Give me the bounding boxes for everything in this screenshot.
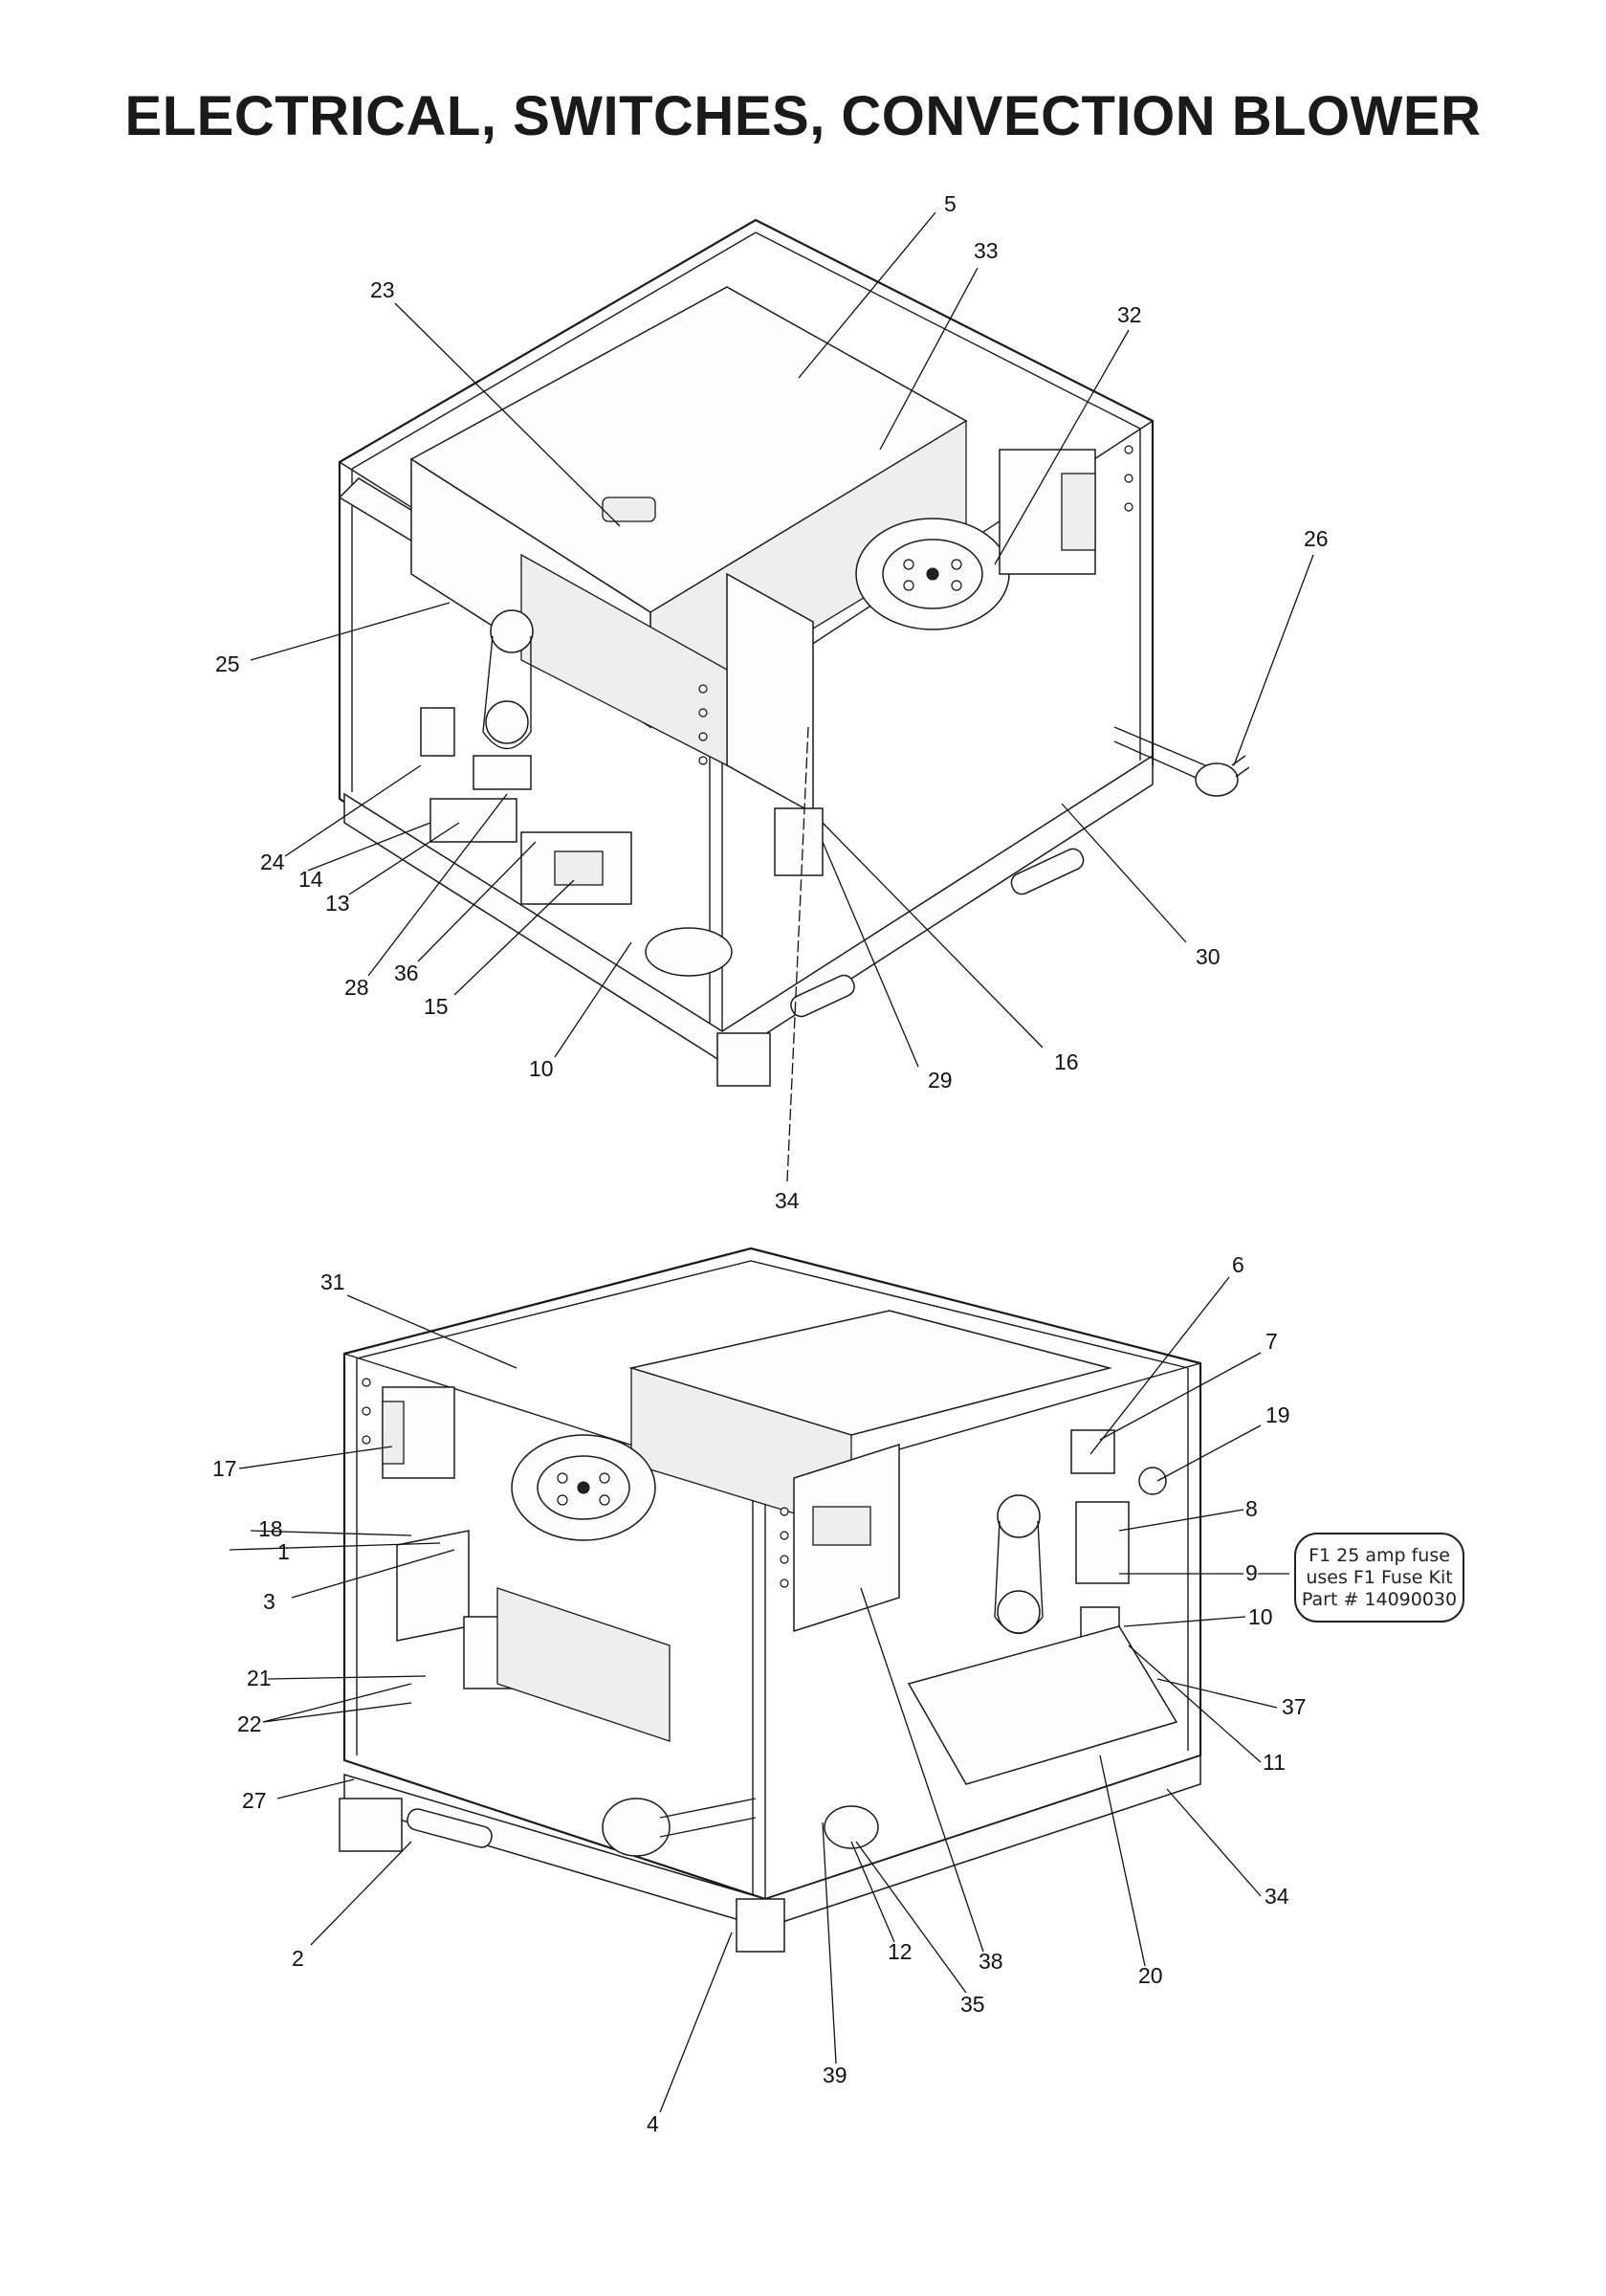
label-36: 36 (394, 960, 419, 985)
label-1: 1 (277, 1539, 290, 1564)
label-7: 7 (1265, 1329, 1278, 1354)
label-18: 18 (258, 1516, 283, 1541)
label-10-bottom: 10 (1248, 1604, 1273, 1629)
top-view-labels: 5 33 23 32 26 25 24 14 13 28 36 15 10 29… (215, 191, 1329, 1213)
bottom-view-oven-assembly (339, 1247, 1202, 1953)
label-27: 27 (242, 1788, 267, 1813)
label-33: 33 (974, 238, 999, 263)
label-2: 2 (292, 1946, 304, 1971)
label-25: 25 (215, 651, 240, 676)
label-26: 26 (1304, 526, 1329, 551)
label-13: 13 (325, 891, 350, 916)
label-34: 34 (775, 1188, 800, 1213)
label-28: 28 (344, 975, 369, 1000)
label-14: 14 (298, 867, 323, 892)
fuse-callout-line3: Part # 14090030 (1301, 1589, 1458, 1610)
label-8: 8 (1245, 1496, 1258, 1521)
label-34-bottom: 34 (1265, 1884, 1289, 1909)
label-21: 21 (247, 1666, 272, 1690)
page-title: ELECTRICAL, SWITCHES, CONVECTION BLOWER (124, 85, 1482, 147)
label-17: 17 (212, 1456, 237, 1481)
label-6: 6 (1232, 1252, 1244, 1277)
label-19: 19 (1265, 1402, 1290, 1427)
label-20: 20 (1138, 1963, 1163, 1988)
label-12: 12 (888, 1939, 913, 1964)
label-32: 32 (1117, 302, 1142, 327)
bottom-view-labels: 31 6 7 19 17 8 18 1 9 3 10 21 37 22 11 2… (212, 1252, 1307, 2136)
label-16: 16 (1054, 1049, 1079, 1074)
label-30: 30 (1196, 944, 1221, 969)
label-10: 10 (529, 1056, 554, 1081)
top-view-oven-assembly (338, 218, 1250, 1087)
label-39: 39 (823, 2063, 847, 2087)
bottom-view-leader-lines (229, 1276, 1289, 2113)
label-9: 9 (1245, 1560, 1258, 1585)
label-24: 24 (260, 850, 285, 874)
label-3: 3 (263, 1589, 275, 1614)
label-22: 22 (237, 1711, 262, 1736)
top-view-leader-lines (250, 211, 1314, 1182)
label-31: 31 (320, 1269, 345, 1294)
label-38: 38 (979, 1949, 1003, 1974)
label-37: 37 (1282, 1694, 1307, 1719)
label-5: 5 (944, 191, 957, 216)
fuse-callout: F1 25 amp fuse uses F1 Fuse Kit Part # 1… (1294, 1533, 1464, 1623)
fuse-callout-line1: F1 25 amp fuse (1309, 1545, 1450, 1566)
fuse-callout-line2: uses F1 Fuse Kit (1306, 1567, 1453, 1588)
label-15: 15 (424, 994, 449, 1019)
label-35: 35 (960, 1992, 985, 2017)
label-4: 4 (647, 2111, 659, 2136)
label-23: 23 (370, 277, 395, 302)
label-29: 29 (928, 1068, 953, 1093)
label-11: 11 (1263, 1750, 1286, 1775)
